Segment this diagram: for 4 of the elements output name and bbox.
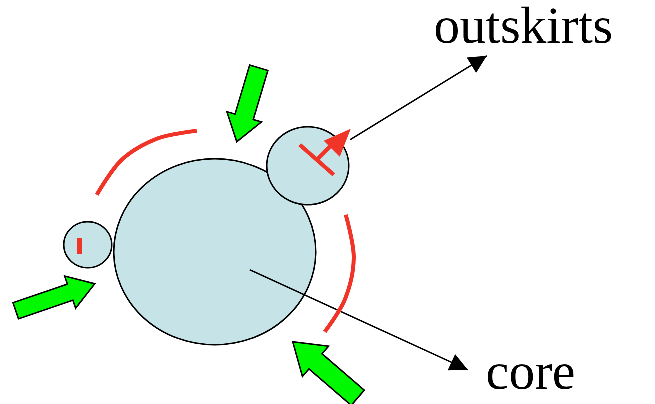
arrow	[350, 55, 488, 141]
arrow	[250, 269, 468, 371]
text-label: outskirts	[434, 0, 652, 56]
text-label: core	[486, 346, 598, 400]
